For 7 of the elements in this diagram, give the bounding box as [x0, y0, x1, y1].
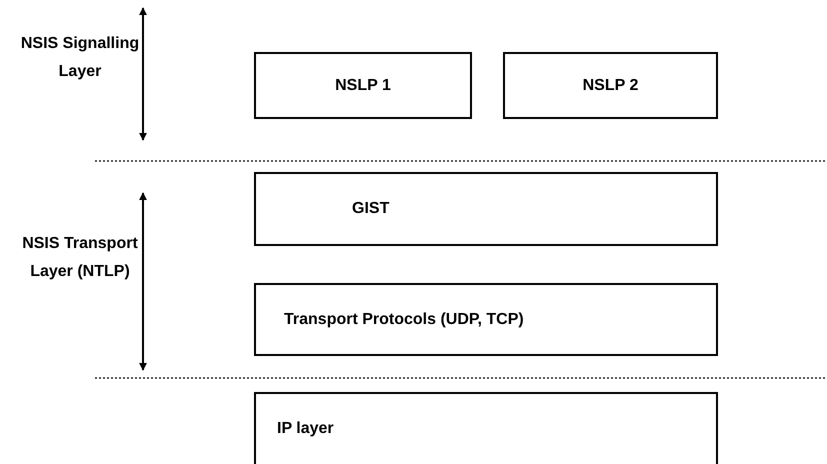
layer-label: NSIS Signalling Layer	[20, 34, 140, 82]
layer-box: GIST	[254, 172, 718, 246]
layer-box: Transport Protocols (UDP, TCP)	[254, 283, 718, 356]
layer-box: NSLP 2	[503, 52, 718, 119]
layer-box: NSLP 1	[254, 52, 472, 119]
layer-box: IP layer	[254, 392, 718, 464]
layer-label: NSIS Transport Layer (NTLP)	[21, 234, 139, 282]
